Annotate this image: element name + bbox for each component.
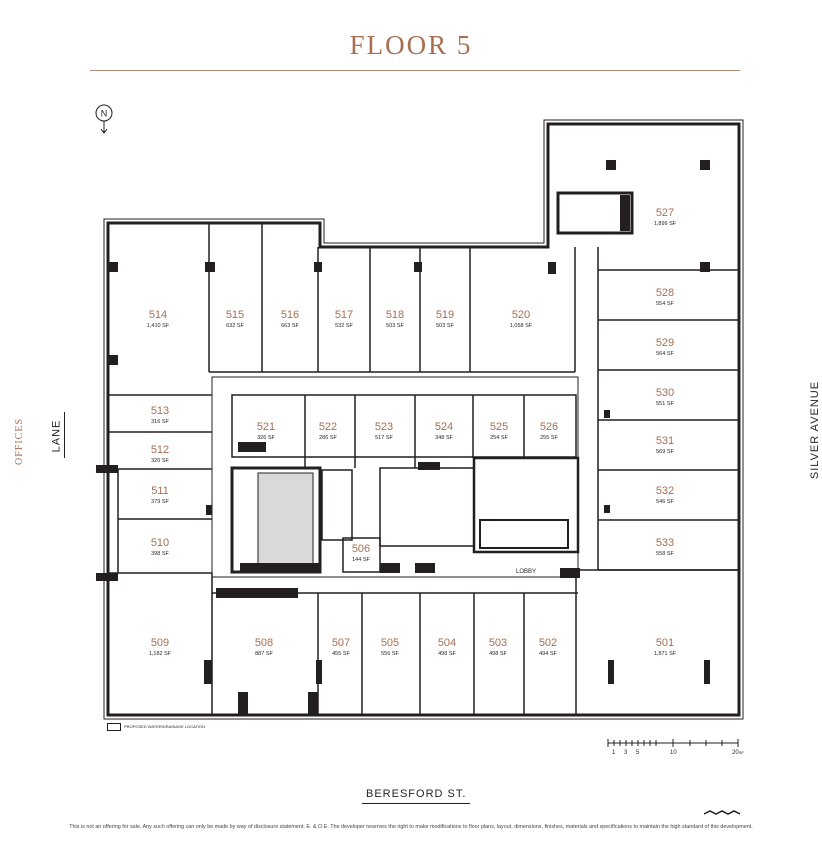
unit-number-530: 530	[656, 387, 674, 399]
unit-number-525: 525	[490, 421, 508, 433]
unit-number-524: 524	[435, 421, 453, 433]
unit-number-520: 520	[512, 309, 530, 321]
unit-area-509: 1,182 SF	[149, 651, 172, 657]
unit-number-523: 523	[375, 421, 393, 433]
unit-area-526: 255 SF	[540, 435, 558, 441]
unit-area-529: 564 SF	[656, 351, 674, 357]
unit-number-507: 507	[332, 637, 350, 649]
unit-number-508: 508	[255, 637, 273, 649]
unit-area-524: 348 SF	[435, 435, 453, 441]
unit-area-521: 326 SF	[257, 435, 275, 441]
unit-number-522: 522	[319, 421, 337, 433]
unit-number-521: 521	[257, 421, 275, 433]
lane-rule	[64, 412, 65, 458]
offices-label: OFFICES	[14, 417, 26, 466]
unit-area-507: 455 SF	[332, 651, 350, 657]
scale-tick-20: 20SF	[732, 750, 744, 756]
compass-rose-icon	[703, 805, 741, 823]
unit-number-505: 505	[381, 637, 399, 649]
unit-number-512: 512	[151, 444, 169, 456]
unit-number-519: 519	[436, 309, 454, 321]
scale-tick-10: 10	[670, 750, 677, 756]
unit-area-516: 663 SF	[281, 323, 299, 329]
unit-area-533: 558 SF	[656, 551, 674, 557]
lobby-label: LOBBY	[516, 569, 536, 575]
unit-number-502: 502	[539, 637, 557, 649]
unit-area-513: 316 SF	[151, 419, 169, 425]
unit-labels: 527 1,899 SF 528 554 SF 529 564 SF 530 551 SF 53…	[147, 207, 677, 657]
unit-number-529: 529	[656, 337, 674, 349]
unit-area-527: 1,899 SF	[654, 221, 677, 227]
legend: PROPOSED WATER/DRAINAGE LOCATION	[107, 723, 205, 731]
unit-area-531: 569 SF	[656, 449, 674, 455]
scale-tick-3: 3	[624, 750, 628, 756]
unit-area-501: 1,871 SF	[654, 651, 677, 657]
unit-number-509: 509	[151, 637, 169, 649]
unit-area-525: 254 SF	[490, 435, 508, 441]
unit-area-532: 546 SF	[656, 499, 674, 505]
unit-area-517: 532 SF	[335, 323, 353, 329]
unit-number-511: 511	[151, 485, 169, 497]
unit-number-504: 504	[438, 637, 456, 649]
unit-number-510: 510	[151, 537, 169, 549]
unit-number-506: 506	[352, 543, 370, 555]
unit-area-528: 554 SF	[656, 301, 674, 307]
unit-number-526: 526	[540, 421, 558, 433]
disclaimer: This is not an offering for sale. Any su…	[69, 824, 753, 830]
floor-title: FLOOR 5	[349, 30, 473, 60]
unit-area-511: 379 SF	[151, 499, 169, 505]
unit-area-522: 286 SF	[319, 435, 337, 441]
unit-number-513: 513	[151, 405, 169, 417]
unit-area-503: 498 SF	[489, 651, 507, 657]
unit-number-527: 527	[656, 207, 674, 219]
unit-area-515: 632 SF	[226, 323, 244, 329]
unit-number-516: 516	[281, 309, 299, 321]
unit-number-518: 518	[386, 309, 404, 321]
silver-avenue-label: SILVER AVENUE	[809, 380, 822, 480]
unit-number-517: 517	[335, 309, 353, 321]
north-arrow-icon: N	[94, 103, 116, 135]
scale-bar: 1 3 5 10 20SF	[606, 736, 746, 766]
scale-tick-1: 1	[612, 750, 616, 756]
title-divider	[90, 70, 740, 71]
unit-number-501: 501	[656, 637, 674, 649]
beresford-rule	[362, 803, 470, 804]
north-label: N	[101, 109, 108, 119]
unit-number-533: 533	[656, 537, 674, 549]
legend-text: PROPOSED WATER/DRAINAGE LOCATION	[124, 724, 206, 730]
unit-number-531: 531	[656, 435, 674, 447]
unit-area-530: 551 SF	[656, 401, 674, 407]
legend-box-icon	[107, 723, 121, 731]
beresford-street-label: BERESFORD ST.	[366, 788, 467, 800]
unit-number-532: 532	[656, 485, 674, 497]
lane-street-label: LANE	[50, 419, 63, 453]
unit-area-523: 517 SF	[375, 435, 393, 441]
unit-area-508: 887 SF	[255, 651, 273, 657]
unit-area-510: 398 SF	[151, 551, 169, 557]
unit-area-518: 503 SF	[386, 323, 404, 329]
unit-number-528: 528	[656, 287, 674, 299]
unit-area-514: 1,410 SF	[147, 323, 170, 329]
unit-area-512: 320 SF	[151, 458, 169, 464]
unit-area-519: 503 SF	[436, 323, 454, 329]
unit-area-520: 1,058 SF	[510, 323, 533, 329]
unit-area-506: 144 SF	[352, 557, 370, 563]
unit-area-504: 498 SF	[438, 651, 456, 657]
unit-area-505: 556 SF	[381, 651, 399, 657]
unit-number-515: 515	[226, 309, 244, 321]
unit-area-502: 494 SF	[539, 651, 557, 657]
scale-tick-5: 5	[636, 750, 640, 756]
unit-number-514: 514	[149, 309, 167, 321]
unit-number-503: 503	[489, 637, 507, 649]
